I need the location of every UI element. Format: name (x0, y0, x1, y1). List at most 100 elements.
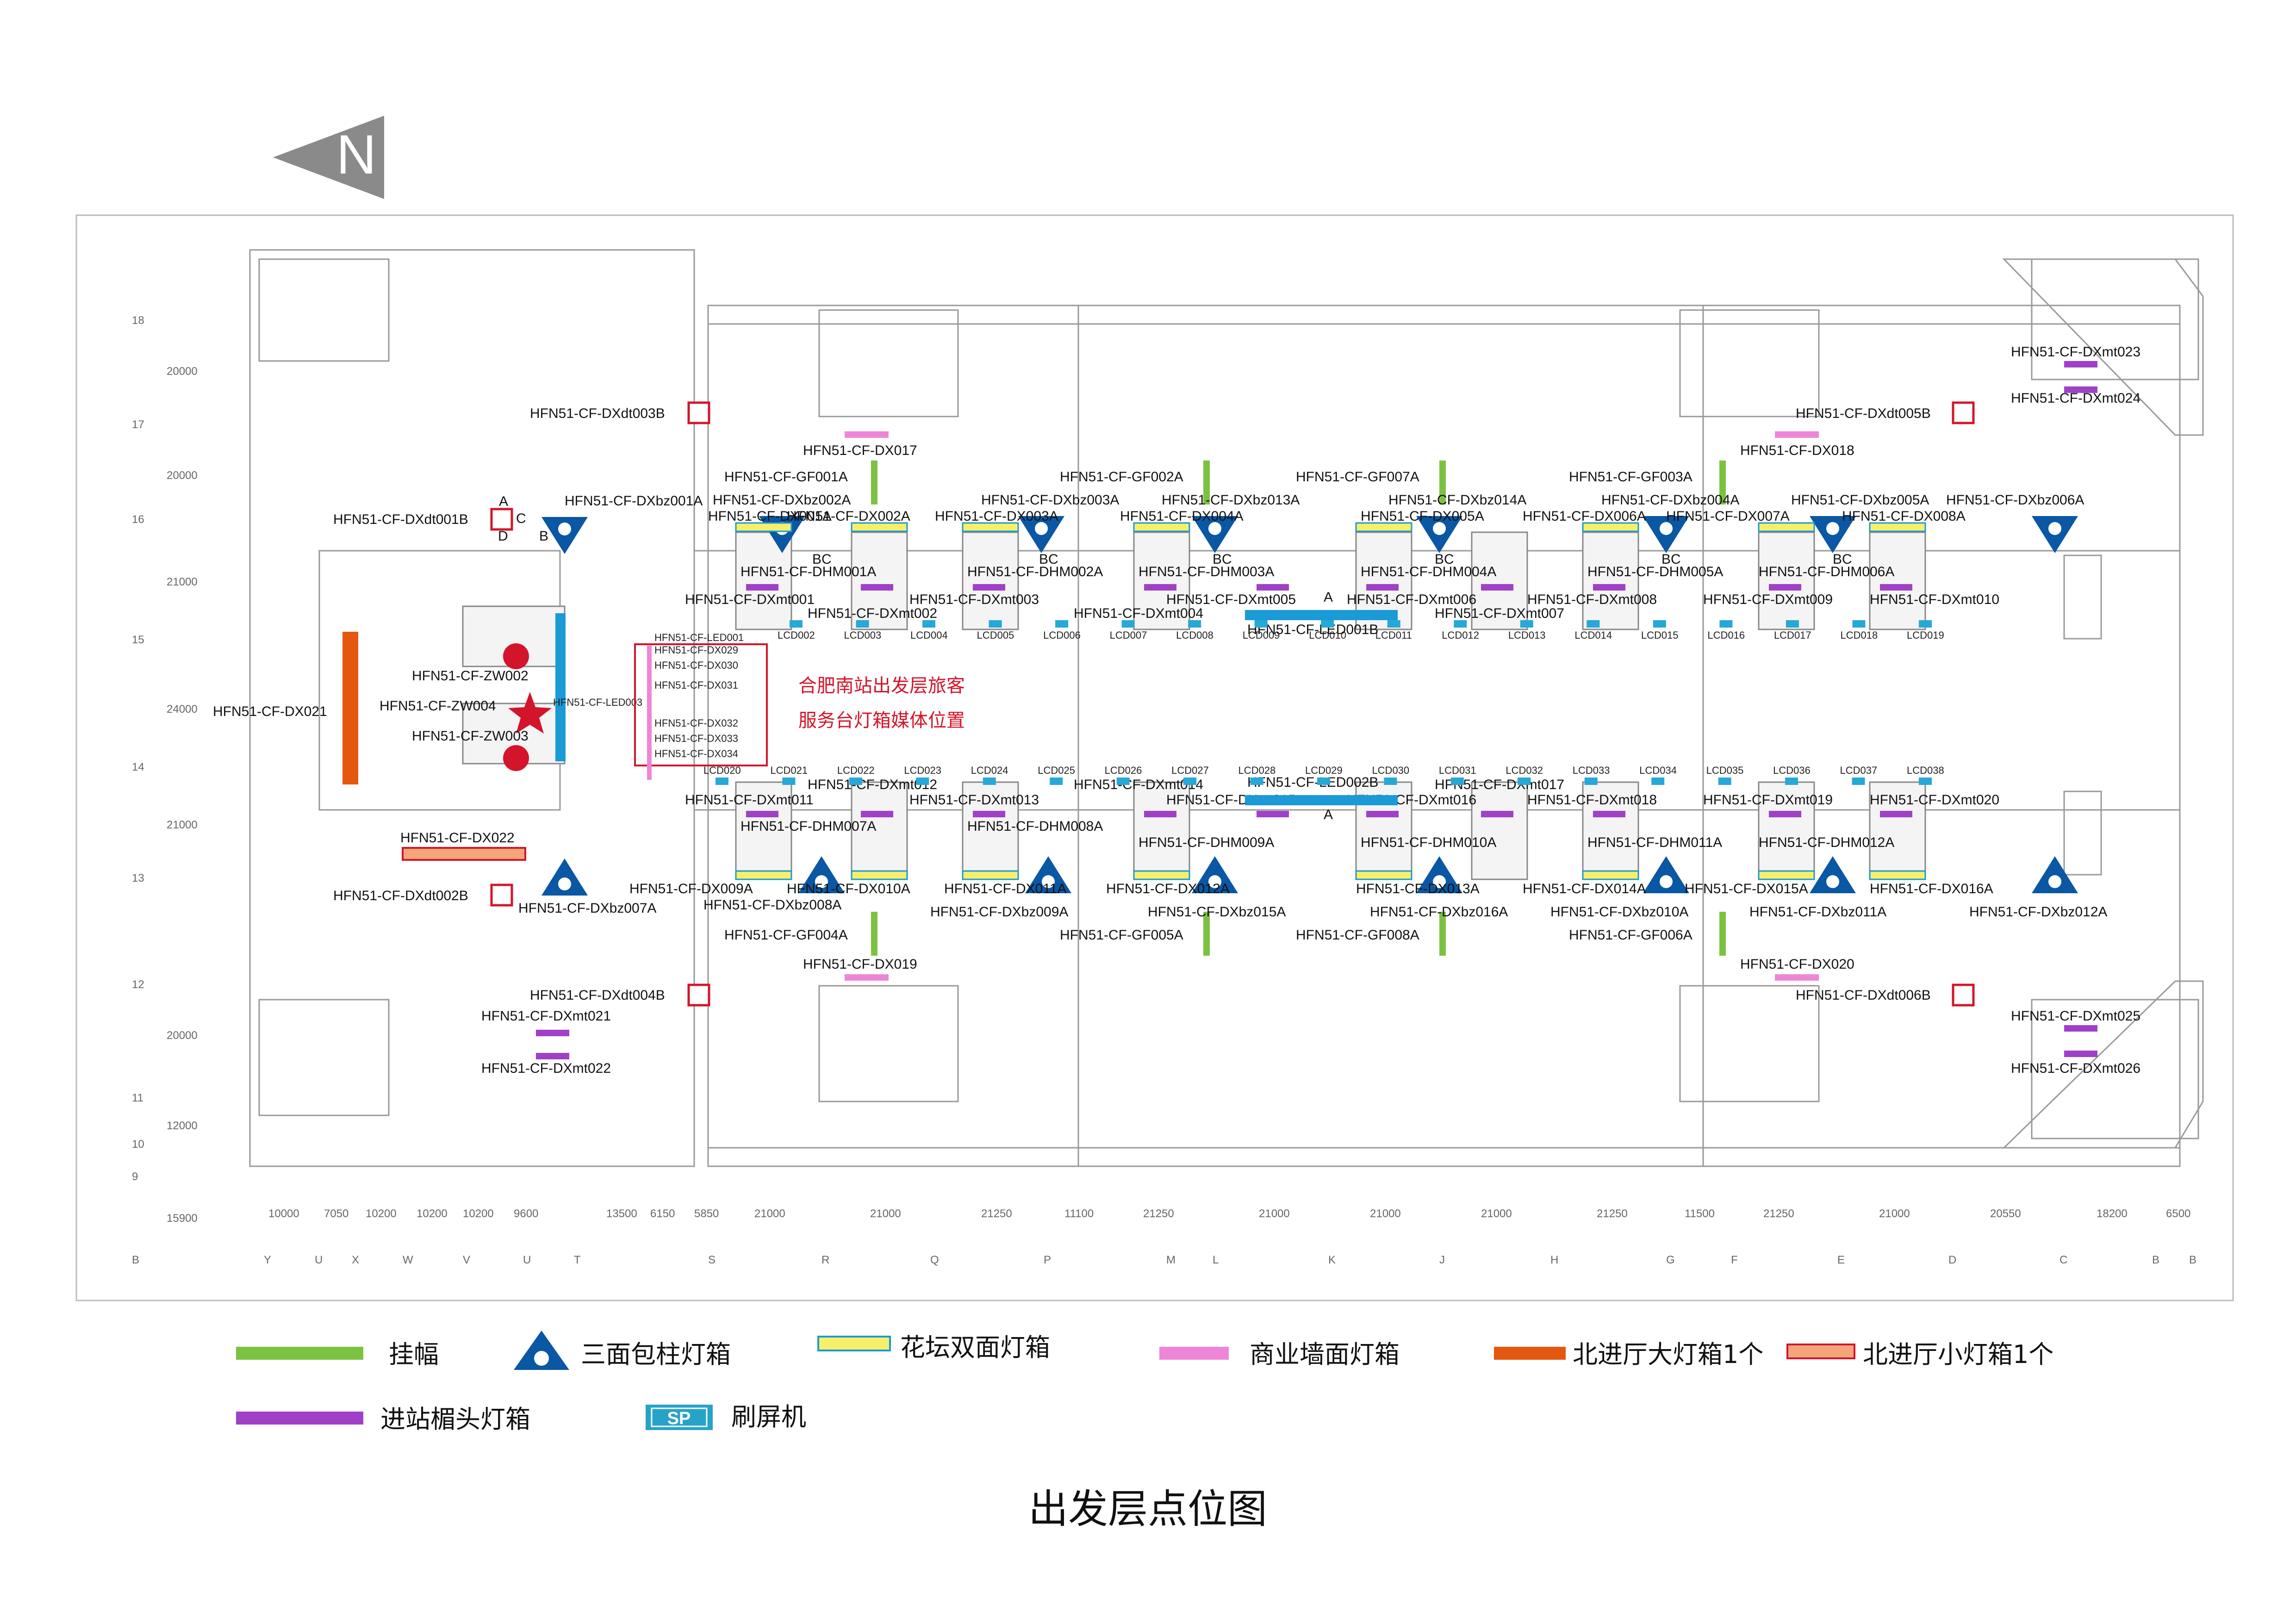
sp-screen-badge[interactable] (1450, 778, 1464, 785)
lintel-mt020[interactable] (1880, 811, 1912, 817)
lintel-mt009[interactable] (1769, 584, 1801, 591)
sp-screen-badge[interactable] (1454, 620, 1467, 628)
banner-gf004[interactable] (871, 912, 877, 956)
sp-screen-badge[interactable] (1254, 620, 1268, 628)
sp-screen-badge[interactable] (1188, 620, 1201, 628)
sp-screen-badge[interactable] (1121, 620, 1135, 628)
lintel-mt017[interactable] (1481, 811, 1513, 817)
sp-screen-badge[interactable] (1387, 620, 1400, 628)
banner-gf003[interactable] (1719, 460, 1726, 504)
sp-screen-badge[interactable] (1250, 778, 1263, 785)
column-marker-bz015[interactable] (1192, 856, 1238, 893)
sp-screen-badge[interactable] (916, 778, 929, 785)
lintel-mt014[interactable] (1144, 811, 1176, 817)
planter-dx005[interactable] (1355, 522, 1412, 532)
square-marker-dt001[interactable] (490, 508, 513, 531)
column-marker-bz012[interactable] (2032, 856, 2078, 893)
sp-screen-badge[interactable] (1520, 620, 1533, 628)
sp-screen-badge[interactable] (983, 778, 996, 785)
sp-screen-badge[interactable] (1384, 778, 1397, 785)
sp-screen-badge[interactable] (1183, 778, 1197, 785)
small-lightbox-dx022[interactable] (402, 847, 526, 861)
square-marker-dt003[interactable] (687, 401, 710, 424)
lintel-mt008[interactable] (1593, 584, 1625, 591)
lintel-mt004[interactable] (1144, 584, 1176, 591)
planter-dx011[interactable] (962, 870, 1019, 880)
square-marker-dt005[interactable] (1952, 401, 1975, 424)
column-marker-bz016[interactable] (1416, 856, 1462, 893)
sp-screen-badge[interactable] (849, 778, 862, 785)
banner-gf008[interactable] (1439, 912, 1446, 956)
banner-gf005[interactable] (1203, 912, 1210, 956)
wall-lightbox-dx020[interactable] (1775, 974, 1819, 981)
lintel-mt023[interactable] (2064, 361, 2097, 367)
lintel-mt001[interactable] (746, 584, 778, 591)
big-lightbox-dx021[interactable] (342, 632, 358, 784)
planter-dx006[interactable] (1582, 522, 1639, 532)
led-bar-top[interactable] (1245, 610, 1398, 620)
red-dot-zw002[interactable] (503, 643, 529, 669)
lintel-mt006[interactable] (1366, 584, 1399, 591)
wall-lightbox-dx018[interactable] (1775, 431, 1819, 438)
lintel-mt013[interactable] (973, 811, 1005, 817)
sp-screen-badge[interactable] (1852, 778, 1865, 785)
lintel-mt005[interactable] (1257, 584, 1289, 591)
sp-screen-badge[interactable] (1653, 620, 1666, 628)
sp-screen-badge[interactable] (1651, 778, 1665, 785)
wall-lightbox-service[interactable] (647, 646, 652, 780)
lintel-lightbox-mt021[interactable] (536, 1030, 569, 1036)
banner-gf007[interactable] (1439, 460, 1446, 504)
sp-screen-badge[interactable] (1919, 620, 1932, 628)
planter-dx007[interactable] (1758, 522, 1815, 532)
sp-screen-badge[interactable] (1321, 620, 1334, 628)
planter-dx014[interactable] (1582, 870, 1639, 880)
sp-screen-badge[interactable] (1518, 778, 1531, 785)
lintel-mt007[interactable] (1481, 584, 1513, 591)
sp-screen-badge[interactable] (1116, 778, 1130, 785)
sp-screen-badge[interactable] (716, 778, 728, 785)
wall-lightbox-dx017[interactable] (845, 431, 889, 438)
planter-dx001[interactable] (735, 522, 792, 532)
lintel-lightbox-mt022[interactable] (536, 1053, 569, 1059)
sp-screen-badge[interactable] (1584, 778, 1598, 785)
banner-gf002[interactable] (1203, 460, 1210, 504)
sp-screen-badge[interactable] (1587, 620, 1600, 628)
banner-gf001[interactable] (871, 460, 877, 504)
lintel-mt015[interactable] (1257, 811, 1289, 817)
red-dot-zw003[interactable] (503, 745, 529, 771)
sp-screen-badge[interactable] (856, 620, 869, 628)
square-marker-dt004[interactable] (687, 983, 710, 1007)
lintel-mt011[interactable] (746, 811, 778, 817)
column-marker-bz008[interactable] (798, 856, 845, 893)
sp-screen-badge[interactable] (1919, 778, 1932, 785)
square-marker-dt002[interactable] (490, 884, 513, 907)
led-bar-bottom[interactable] (1245, 795, 1398, 805)
lintel-mt016[interactable] (1366, 811, 1399, 817)
sp-screen-badge[interactable] (1055, 620, 1069, 628)
planter-dx003[interactable] (962, 522, 1019, 532)
sp-screen-badge[interactable] (1786, 620, 1799, 628)
lintel-mt026[interactable] (2064, 1051, 2097, 1057)
planter-dx012[interactable] (1133, 870, 1190, 880)
lintel-mt025[interactable] (2064, 1025, 2097, 1032)
red-star-zw004[interactable] (508, 692, 552, 734)
sp-screen-badge[interactable] (1785, 778, 1798, 785)
lintel-mt003[interactable] (973, 584, 1005, 591)
planter-dx004[interactable] (1133, 522, 1190, 532)
sp-screen-badge[interactable] (790, 620, 803, 628)
planter-dx009[interactable] (735, 870, 792, 880)
planter-dx015[interactable] (1758, 870, 1815, 880)
banner-gf006[interactable] (1719, 912, 1726, 956)
column-marker-bz009[interactable] (1025, 856, 1071, 893)
square-marker-dt006[interactable] (1952, 983, 1975, 1007)
sp-screen-badge[interactable] (782, 778, 796, 785)
planter-dx013[interactable] (1355, 870, 1412, 880)
sp-screen-badge[interactable] (1718, 778, 1731, 785)
column-marker-bz010[interactable] (1643, 856, 1689, 893)
wall-lightbox-dx019[interactable] (845, 974, 889, 981)
planter-dx008[interactable] (1869, 522, 1926, 532)
blue-lightbox-led003[interactable] (555, 613, 566, 761)
lintel-mt012[interactable] (861, 811, 893, 817)
planter-dx010[interactable] (851, 870, 908, 880)
lintel-mt002[interactable] (861, 584, 893, 591)
